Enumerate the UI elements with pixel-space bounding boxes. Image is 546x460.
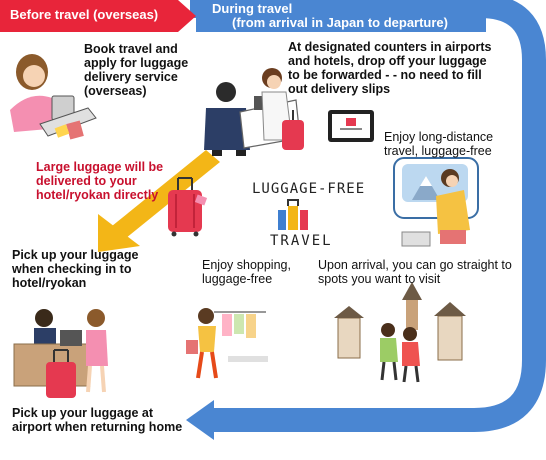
- during-travel-label: During travel: [212, 1, 293, 16]
- step-book-travel: Book travel and apply for luggage delive…: [84, 42, 189, 98]
- logo-top-text: LUGGAGE-FREE: [252, 181, 366, 197]
- during-travel-banner-shape: [196, 0, 486, 32]
- step-large-luggage: Large luggage will be delivered to your …: [36, 160, 164, 202]
- step-drop-off: At designated counters in airports and h…: [288, 40, 492, 96]
- step-long-distance: Enjoy long-distance travel, luggage-free: [384, 130, 494, 158]
- step-pick-up-hotel: Pick up your luggage when checking in to…: [12, 248, 139, 290]
- step-arrival: Upon arrival, you can go straight to spo…: [318, 258, 512, 286]
- logo-bottom-text: TRAVEL: [270, 233, 333, 249]
- step-pick-up-airport: Pick up your luggage at airport when ret…: [12, 406, 183, 434]
- before-travel-banner-shape: [0, 0, 196, 32]
- during-travel-sublabel: (from arrival in Japan to departure): [232, 15, 448, 30]
- step-shopping: Enjoy shopping, luggage-free: [202, 258, 291, 286]
- delivery-arrow: [98, 150, 220, 252]
- before-travel-label: Before travel (overseas): [10, 7, 159, 22]
- return-arrowhead: [186, 400, 214, 440]
